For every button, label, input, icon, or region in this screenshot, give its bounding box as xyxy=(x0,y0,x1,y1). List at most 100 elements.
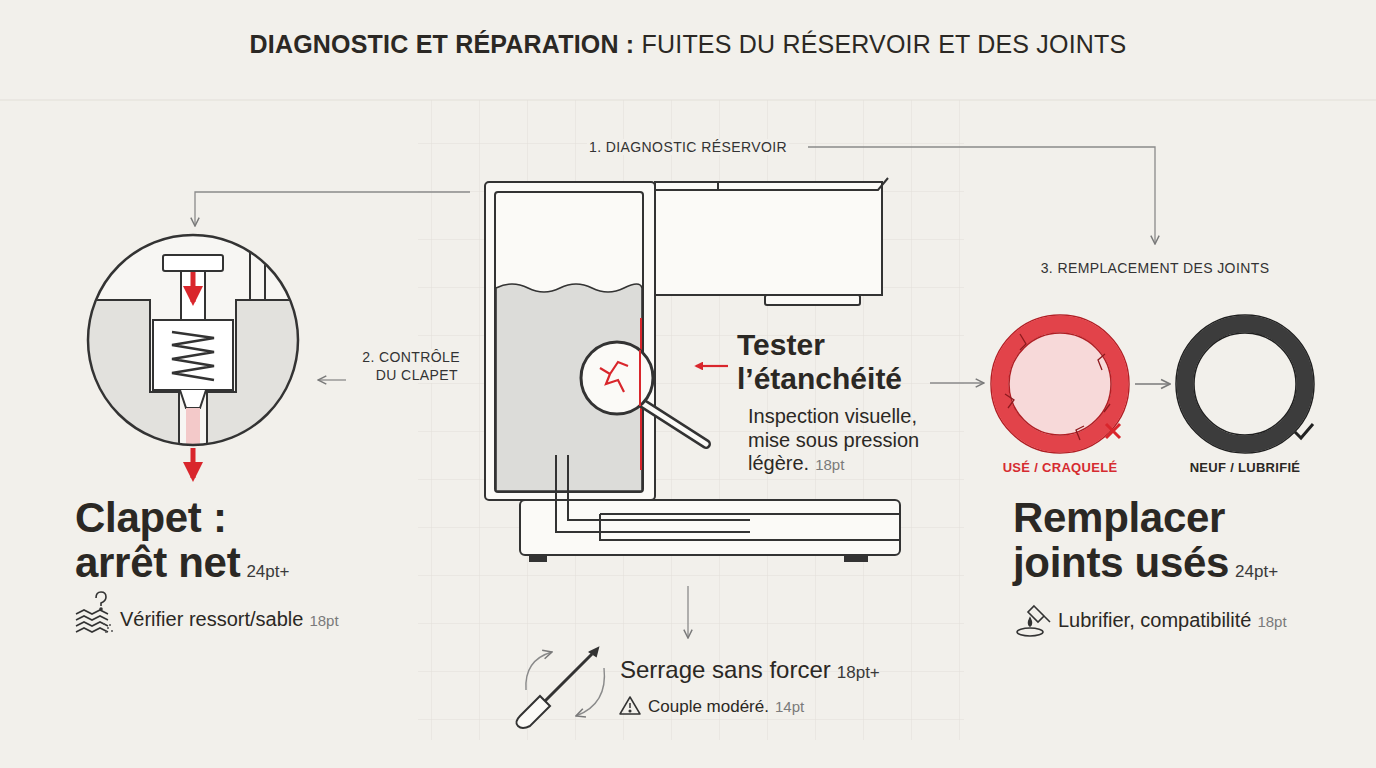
warning-dot xyxy=(629,710,631,712)
valve-housing xyxy=(153,320,233,390)
warning-icon xyxy=(620,697,640,714)
grid-background xyxy=(418,100,964,740)
check-mark xyxy=(1295,424,1313,438)
label-group: Vérifier ressort/sable 18pt xyxy=(120,608,380,632)
valve-passage xyxy=(186,408,200,468)
size-note: 24pt+ xyxy=(1235,562,1278,581)
gasket-inner xyxy=(1194,333,1296,435)
circle-shape xyxy=(105,631,107,633)
crack-mark xyxy=(1020,334,1026,350)
lubricant-icon xyxy=(1017,606,1050,636)
label-group: 2. CONTRÔLE DU CLAPET xyxy=(356,348,460,384)
spring-icon xyxy=(76,628,108,632)
gasket-label: NEUF / LUBRIFIÉ xyxy=(1175,460,1315,475)
circle-shape xyxy=(107,627,109,629)
label-group: 1. DIAGNOSTIC RÉSERVOIR xyxy=(0,138,1376,156)
leader-line xyxy=(318,379,346,380)
rotation-arrow xyxy=(526,652,552,690)
circle-shape xyxy=(103,623,105,625)
oil-puddle xyxy=(1017,628,1043,636)
leader-line xyxy=(195,192,470,226)
callout-heading: Tester l’étanchéité xyxy=(737,328,937,395)
instruction-heading: Serrage sans forcer xyxy=(620,656,831,683)
valve-wall xyxy=(250,230,265,300)
tank-outer xyxy=(485,182,655,500)
leader-line xyxy=(687,586,688,638)
leader-lines xyxy=(195,147,1155,638)
label-group: Couple modéré.14pt xyxy=(648,697,868,717)
spring-icon xyxy=(76,622,108,626)
section-heading: Remplacer joints usés xyxy=(1013,494,1229,586)
pointer-arrow xyxy=(696,365,728,367)
magnifier xyxy=(581,342,728,444)
valve-seat xyxy=(180,390,206,408)
flow-arrow xyxy=(191,448,196,478)
machine-foot xyxy=(845,555,867,561)
size-note: 14pt xyxy=(775,698,804,715)
crack-line xyxy=(640,318,642,470)
query-icon xyxy=(96,592,106,606)
flow-arrow xyxy=(1135,383,1170,384)
gasket-node: NEUF / LUBRIFIÉ xyxy=(1175,314,1315,475)
spring-sand-icon xyxy=(76,592,113,633)
circle-shape xyxy=(109,624,111,626)
crack-mark xyxy=(1104,404,1110,412)
machine-seam xyxy=(717,182,719,190)
size-note: 18pt xyxy=(815,456,844,473)
size-note: 18pt xyxy=(309,612,338,629)
leader-line xyxy=(930,382,984,383)
sand-dots xyxy=(103,623,113,633)
magnifier-handle xyxy=(642,403,706,444)
oil-drop xyxy=(1029,618,1032,626)
section-heading: Clapet : arrêt net xyxy=(75,494,240,586)
diagram-title: DIAGNOSTIC ET RÉPARATION : FUITES DU RÉS… xyxy=(0,30,1376,59)
crack-line xyxy=(639,350,641,406)
valve-wall xyxy=(80,300,179,460)
valve-circle xyxy=(88,235,298,445)
instruction-text: Vérifier ressort/sable xyxy=(120,608,303,630)
reject-mark xyxy=(1106,424,1120,438)
piston-cap xyxy=(163,255,223,271)
tank-pipe xyxy=(556,455,750,532)
g-shape xyxy=(80,230,306,468)
gasket-outline xyxy=(1176,315,1314,453)
gasket-inner xyxy=(1009,333,1111,435)
magnifier-lens xyxy=(581,342,653,414)
label-group: Tester l’étanchéité xyxy=(737,328,937,395)
screwdriver-handle xyxy=(516,696,550,728)
gasket-shape xyxy=(1175,314,1315,454)
tank-inner xyxy=(495,192,643,492)
magnifier-handle xyxy=(642,403,706,444)
crack-mark xyxy=(1076,426,1084,440)
gasket-ring xyxy=(1000,324,1120,444)
crack-mark xyxy=(1098,354,1105,370)
tank-water xyxy=(496,284,642,491)
title-rule xyxy=(0,100,1376,101)
step-label: 2. CONTRÔLE DU CLAPET xyxy=(360,349,460,383)
machine-lip xyxy=(655,178,888,190)
step-label: 1. DIAGNOSTIC RÉSERVOIR xyxy=(587,139,789,155)
screwdriver-icon xyxy=(516,648,604,728)
drip-tray xyxy=(600,514,900,540)
spring-icon xyxy=(76,610,108,614)
label-group: 3. REMPLACEMENT DES JOINTS xyxy=(1030,259,1280,277)
gasket-node: USÉ / CRAQUELÉ xyxy=(990,314,1130,475)
screwdriver-tip xyxy=(590,648,598,656)
valve-circle-bg xyxy=(88,235,298,445)
piston-stem xyxy=(181,271,205,321)
label-group: Remplacer joints usés 24pt+ xyxy=(1013,495,1313,586)
leader-line xyxy=(808,147,1155,244)
step-label: 3. REMPLACEMENT DES JOINTS xyxy=(1039,260,1272,276)
valve-wall xyxy=(207,300,306,460)
gasket-ring xyxy=(1185,324,1305,444)
label-group: Clapet : arrêt net24pt+ xyxy=(75,495,320,586)
circle-shape xyxy=(111,630,113,632)
valve-detail xyxy=(80,230,306,478)
gasket-shape xyxy=(990,314,1130,454)
machine-base xyxy=(520,500,900,555)
screwdriver-shaft xyxy=(545,654,592,701)
machine-spout xyxy=(765,295,860,305)
gasket-outline xyxy=(991,315,1129,453)
